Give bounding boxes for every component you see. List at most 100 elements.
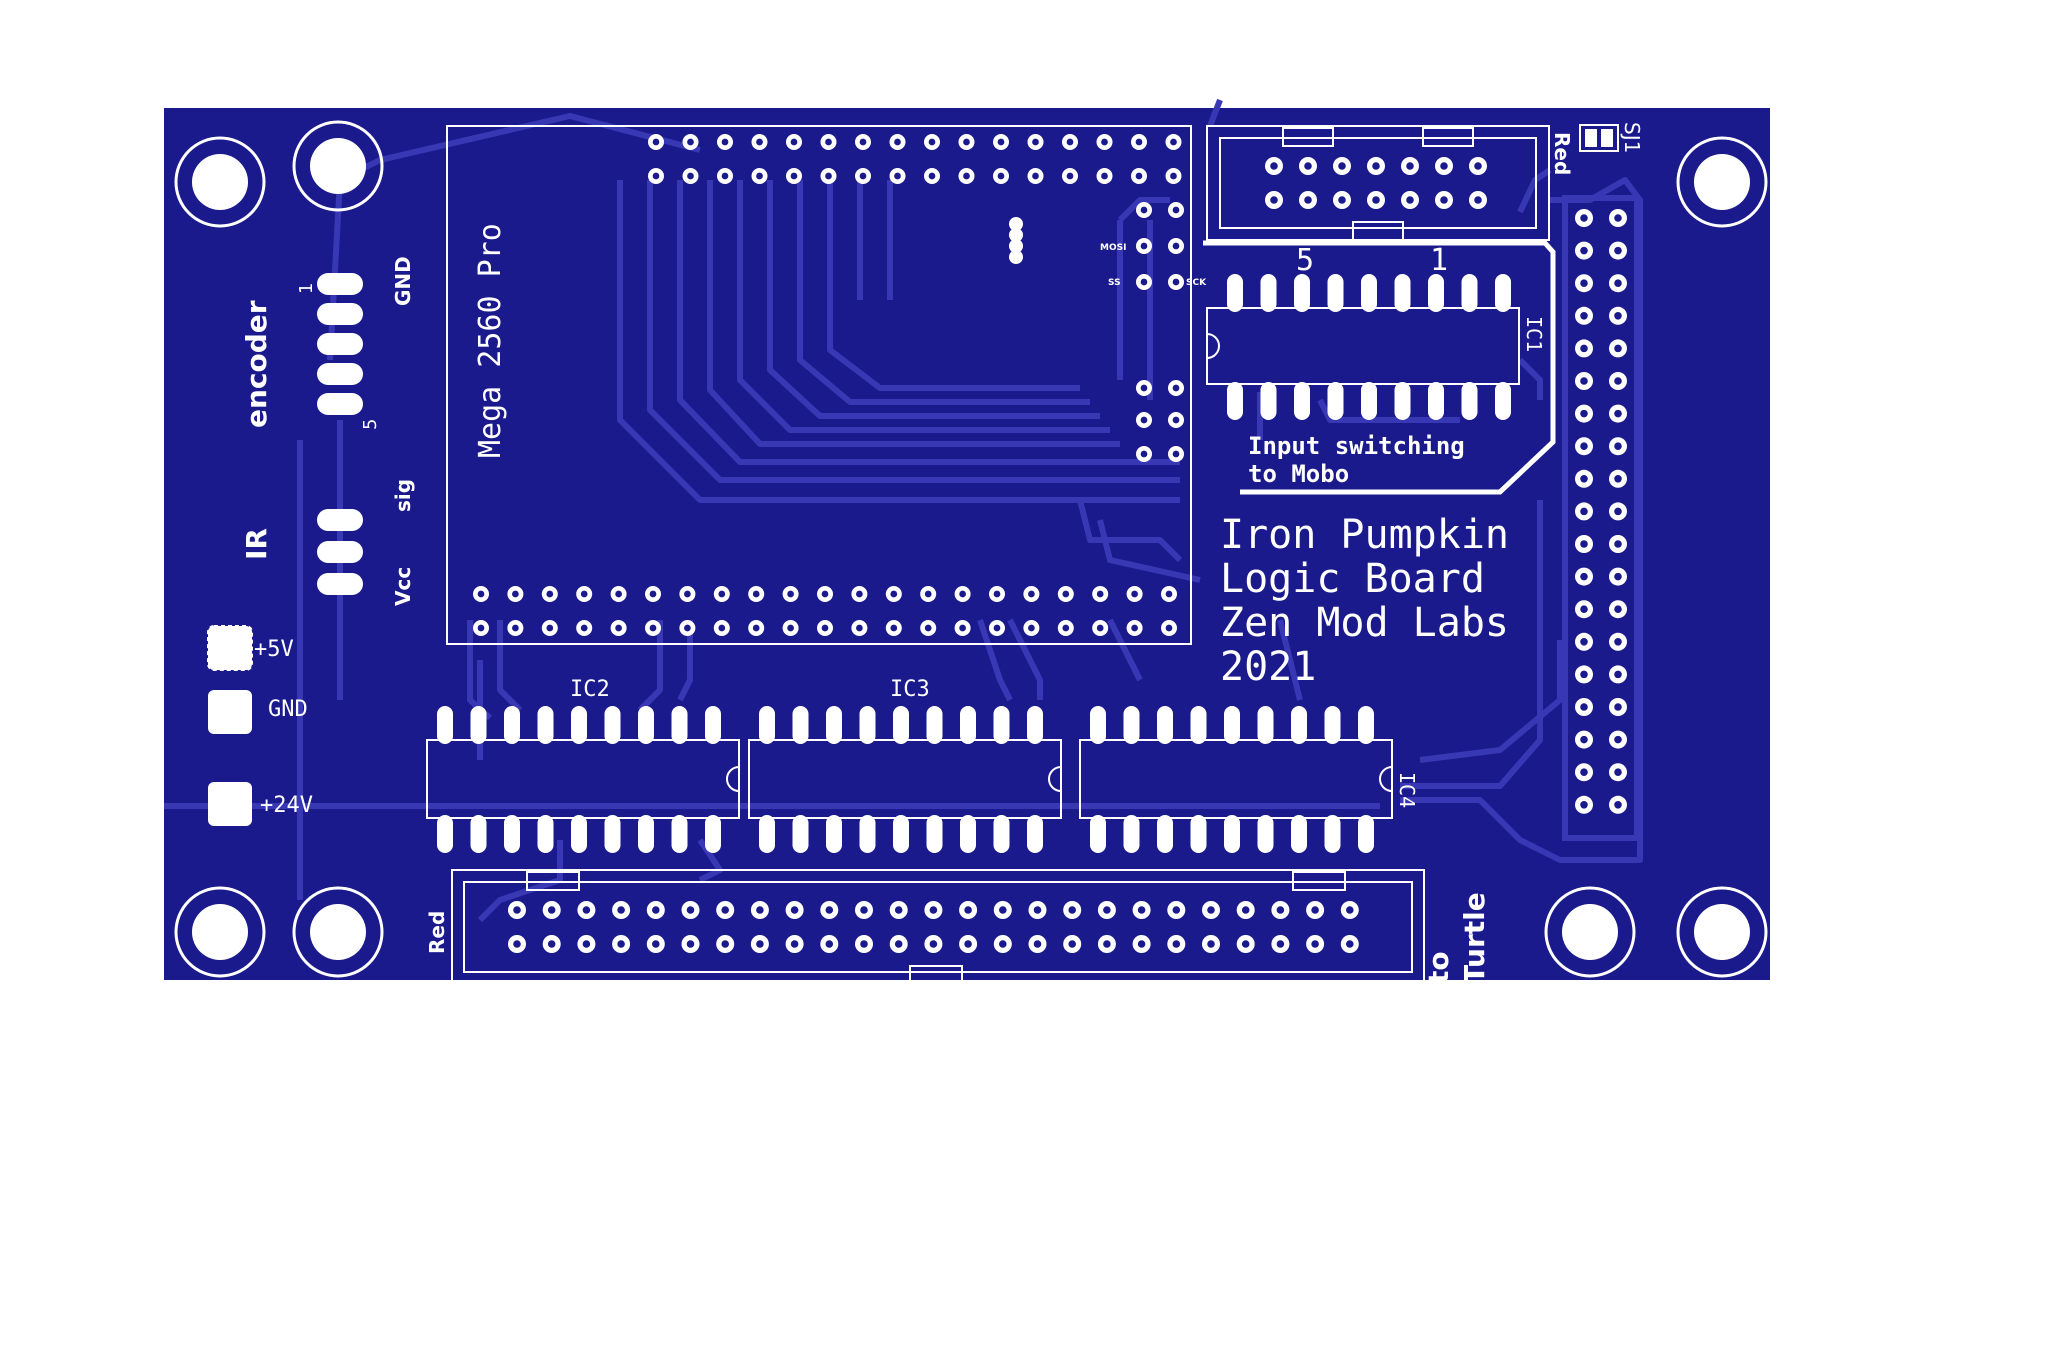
trace (707, 180, 1120, 447)
mega-bottom-pin-drill (821, 590, 829, 598)
bottom-header-pin-drill (1276, 940, 1285, 948)
mega-bottom-pin-drill (959, 624, 966, 632)
mega-via-pin (1009, 239, 1023, 253)
ic-pin (1090, 815, 1106, 853)
ic-pin (1358, 815, 1374, 853)
right-header-pin-drill (1580, 442, 1588, 450)
mega-bottom-pin-drill (1096, 590, 1104, 598)
bottom-header-red-label: Red (425, 911, 449, 954)
mega-bottom-pin-drill (856, 624, 863, 632)
ic-pin (1227, 274, 1243, 312)
bottom-header-pin-drill (894, 906, 903, 914)
ic-pin (638, 706, 654, 744)
ic-pin (705, 706, 721, 744)
mega-top-pin-drill (963, 172, 970, 180)
trace (737, 180, 1110, 433)
bottom-header-pin-drill (652, 940, 660, 948)
mega-top-pin-drill (790, 172, 798, 180)
ic-pin (960, 815, 976, 853)
ic4-notch (1379, 766, 1393, 792)
encoder-connector: encoder 1 5 GND (240, 256, 415, 430)
top-ribbon-header: 5 1 Red (1206, 125, 1574, 278)
mega-top-pin-drill (894, 138, 901, 146)
ic2-label: IC2 (570, 677, 610, 702)
right-header-pin-drill (1580, 801, 1588, 809)
ic-pin (859, 815, 876, 853)
bottom-header-pin-drill (999, 906, 1007, 914)
top-header-pin-drill (1406, 162, 1414, 170)
right-header-pin-drill (1580, 735, 1588, 744)
mega-bottom-pin-drill (512, 624, 519, 632)
ir-pad (317, 541, 363, 563)
right-header-pin-drill (1614, 735, 1622, 744)
right-header-pin-drill (1580, 279, 1588, 287)
title-line-2: Logic Board (1220, 556, 1485, 602)
ic-pin (437, 706, 453, 744)
ic-pin (537, 815, 554, 853)
mega-top-pin-drill (1066, 172, 1074, 180)
mega-bottom-pin-drill (580, 590, 588, 598)
ic-pin (1495, 274, 1511, 312)
ic-pin (437, 815, 453, 853)
trace (977, 619, 1013, 702)
ic3-label: IC3 (890, 677, 930, 702)
mega-bottom-pin-drill (959, 590, 966, 598)
ic-pin (1027, 815, 1043, 853)
ic-pin (571, 706, 587, 744)
mega-bottom-pin-drill (649, 624, 657, 632)
mega-bottom-pin-drill (684, 624, 691, 632)
ic-pin (960, 706, 976, 744)
top-header-pin-drill (1474, 162, 1482, 170)
top-header-key-bottom (1352, 221, 1404, 241)
ic-pin (1123, 815, 1140, 853)
title-line-4: 2021 (1220, 644, 1316, 690)
ic-pin (1358, 706, 1374, 744)
right-header-pin-drill (1614, 507, 1622, 516)
sj1-pad-right (1601, 129, 1613, 147)
ic-pin (1291, 706, 1307, 744)
ic-pin (1190, 706, 1207, 744)
ic-pin (705, 815, 721, 853)
ic-pin (759, 815, 775, 853)
trace (1007, 618, 1043, 700)
top-header-pin-drill (1338, 196, 1346, 204)
mega-bottom-pin-drill (856, 590, 863, 598)
right-header-pin-drill (1580, 475, 1588, 483)
ir-pads (317, 509, 363, 595)
bottom-header-pin-drill (825, 906, 834, 914)
mega-via-pin (1009, 217, 1023, 231)
ic-pin (1361, 382, 1377, 420)
power-pads: +5V GND +24V (207, 625, 313, 826)
mega-top-pin-drill (687, 172, 694, 180)
right-header-pin-drill (1614, 540, 1622, 548)
right-header-pin-drill (1580, 703, 1588, 711)
mega-bottom-pin-drill (1028, 624, 1035, 632)
trace (327, 113, 701, 361)
to-turtle-line1: to (1422, 951, 1455, 984)
ic-pin (638, 815, 654, 853)
mounting-hole-top-right-ring (1676, 136, 1768, 228)
pad-gnd (208, 690, 252, 734)
trace (1517, 357, 1543, 400)
bottom-header-pin-drill (617, 906, 625, 914)
right-header-pin-drill (1580, 670, 1588, 679)
pad-5v-label: +5V (254, 637, 294, 662)
sck-label: SCK (1186, 278, 1207, 288)
title-line-1: Iron Pumpkin (1220, 512, 1509, 558)
mosi-label: MOSI (1100, 243, 1126, 253)
mega-side-pin-drill (1140, 450, 1148, 458)
ic-pin (1190, 815, 1207, 853)
mega-2560-module: Mega 2560 Pro MOSI SS SCK (446, 125, 1207, 645)
ic-pin (1224, 706, 1240, 744)
trace (1077, 499, 1183, 563)
sj1-label: SJ1 (1620, 122, 1644, 153)
top-header-pin-drill (1270, 196, 1278, 204)
mega-top-pin-drill (825, 172, 832, 180)
right-header-pin-drill (1614, 442, 1622, 450)
bottom-header-pin-drill (894, 940, 903, 948)
pad-5v (207, 625, 253, 671)
mega-bottom-pin-drill (546, 590, 554, 598)
ic-pin (1090, 706, 1106, 744)
mounting-hole-top-left-ring (174, 136, 266, 228)
